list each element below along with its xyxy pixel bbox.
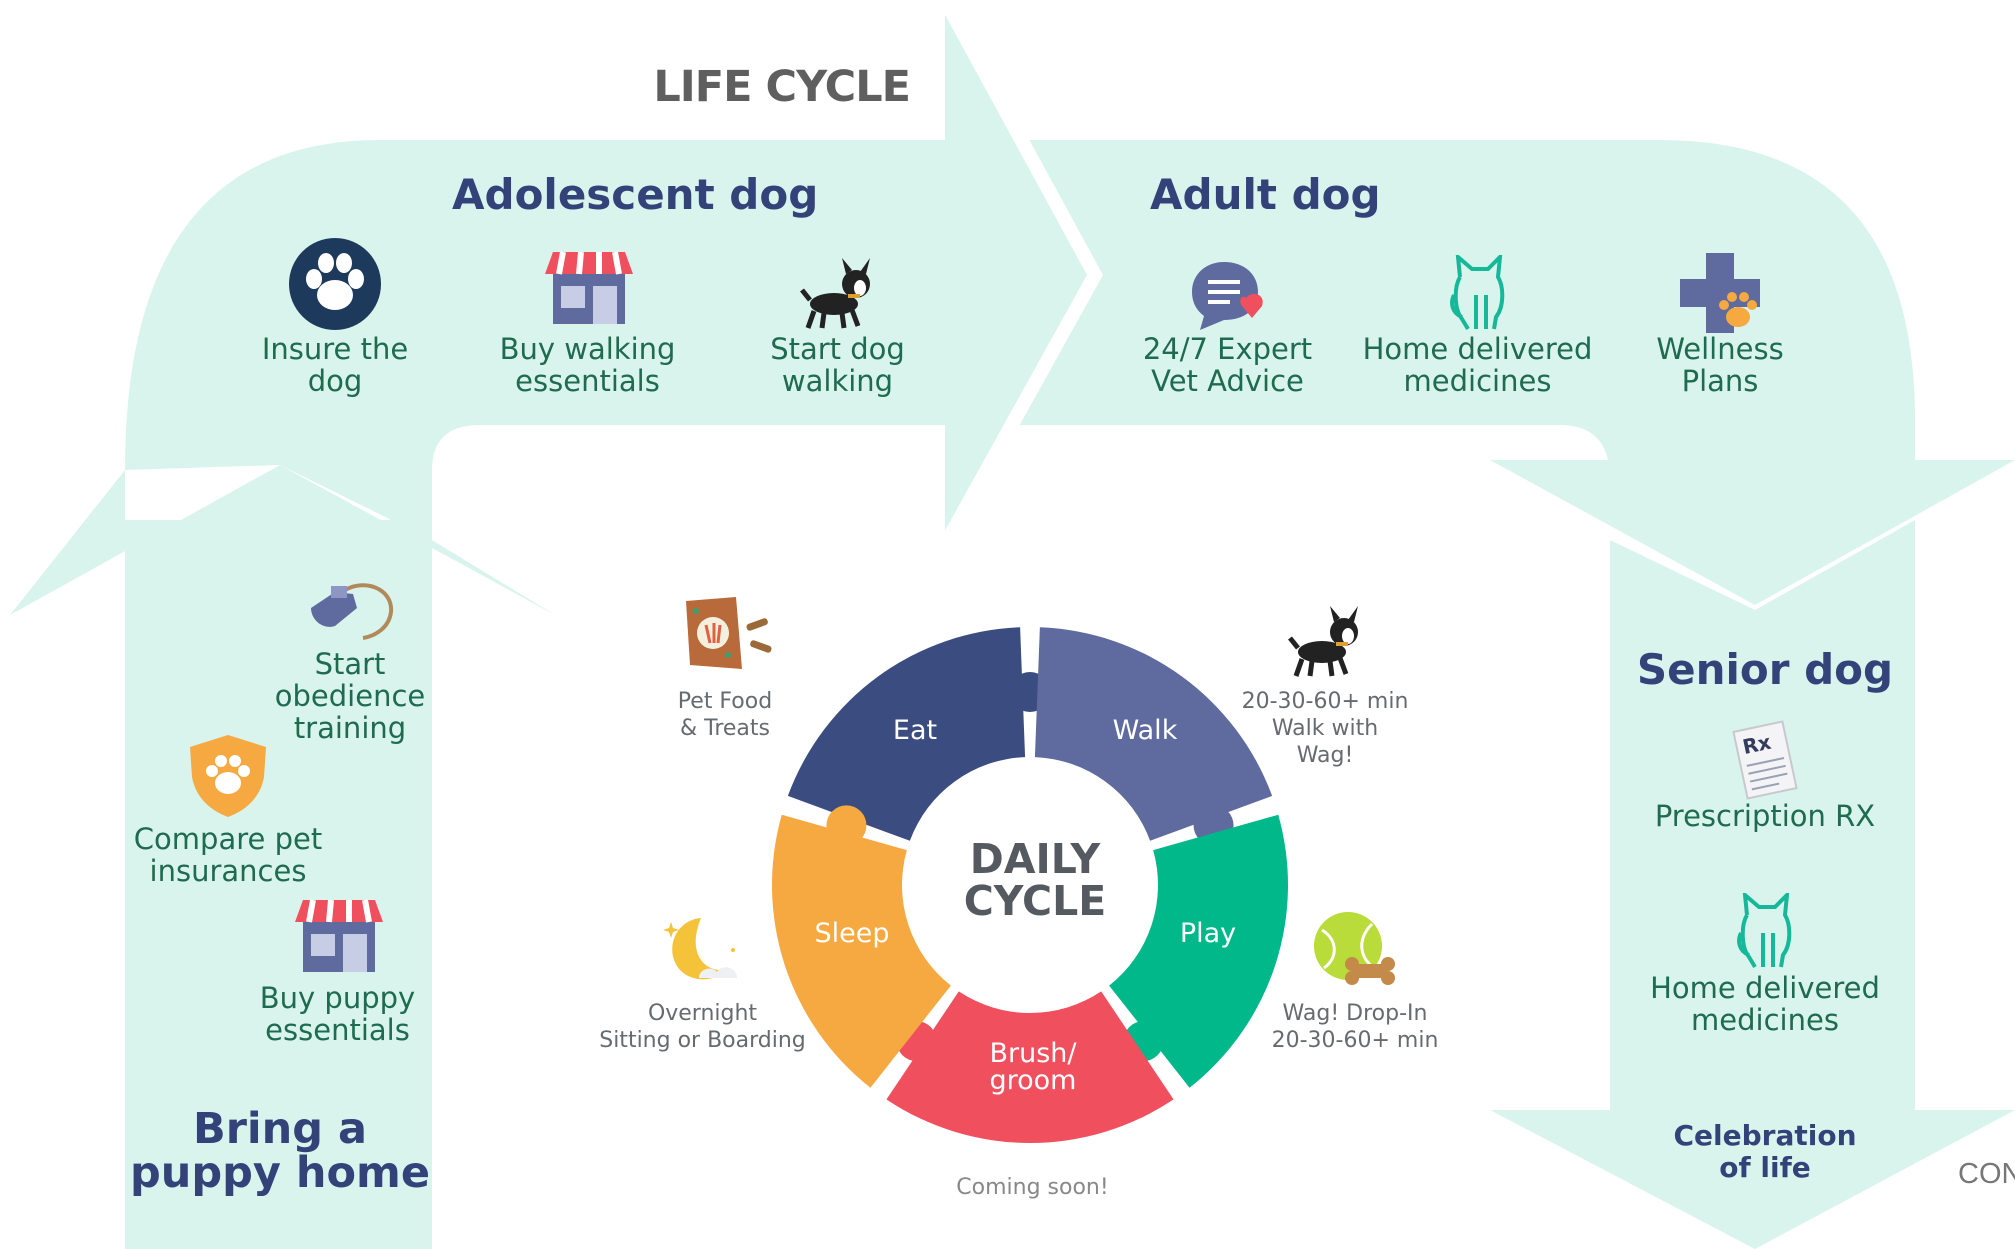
celebration-of-life: Celebration of life	[1673, 1119, 1857, 1184]
adult-item-home-medicines: Home delivered medicines	[1362, 332, 1593, 398]
svg-text:Rx: Rx	[1740, 730, 1773, 759]
segment-label-play: Play	[1179, 918, 1237, 949]
annotation-eat: Pet Food & Treats	[677, 689, 773, 741]
senior-band	[1490, 520, 2015, 1249]
adult-item-vet-advice: 24/7 Expert Vet Advice	[1142, 332, 1313, 398]
paw-icon	[288, 237, 382, 331]
prescription-icon: Rx	[1730, 720, 1800, 800]
annotation-groom: Coming soon!	[956, 1175, 1109, 1200]
daily-cycle-ring	[772, 627, 1288, 1143]
puppy-store-icon	[295, 898, 383, 974]
adult-item-wellness: Wellness Plans	[1656, 332, 1784, 398]
daily-cycle-center: DAILY CYCLE	[963, 835, 1107, 925]
pet-food-icon	[680, 595, 780, 675]
segment-sleep	[772, 814, 951, 1088]
senior-item-prescription: Prescription RX	[1654, 799, 1876, 833]
segment-label-groom: Brush/ groom	[989, 1038, 1077, 1096]
segment-walk	[1034, 627, 1273, 841]
shield-paw-icon	[188, 733, 268, 819]
segment-label-sleep: Sleep	[814, 918, 890, 949]
cat-outline-icon	[1448, 255, 1508, 333]
puppy-item-buy-essentials: Buy puppy essentials	[259, 981, 416, 1047]
segment-eat	[787, 627, 1026, 841]
senior-cat-icon	[1735, 893, 1795, 971]
ball-bone-icon	[1312, 910, 1398, 990]
segment-sleep-knob	[826, 805, 867, 846]
annotation-walk: 20-30-60+ min Walk with Wag!	[1241, 689, 1409, 768]
adult-title: Adult dog	[1150, 170, 1381, 219]
adolescent-item-buy-walking: Buy walking essentials	[499, 332, 676, 398]
segment-label-eat: Eat	[892, 715, 938, 746]
adult-band	[1018, 140, 2015, 605]
senior-item-home-medicines: Home delivered medicines	[1650, 971, 1880, 1037]
annotation-sleep: Overnight Sitting or Boarding	[599, 1001, 806, 1053]
puppy-item-compare-insurance: Compare pet insurances	[133, 822, 323, 888]
store-icon	[545, 250, 633, 326]
wellness-plus-icon	[1678, 251, 1764, 337]
senior-title: Senior dog	[1636, 645, 1894, 694]
adolescent-title: Adolescent dog	[452, 170, 819, 219]
segment-play	[1109, 814, 1288, 1088]
vet-chat-icon	[1190, 260, 1270, 332]
segment-groom	[886, 991, 1174, 1143]
puppy-band-body	[125, 520, 432, 1249]
puppy-item-obedience: Start obedience training	[274, 647, 426, 745]
puppy-title: Bring a puppy home	[129, 1104, 431, 1198]
adolescent-item-start-walking: Start dog walking	[770, 332, 905, 398]
adolescent-item-insure: Insure the dog	[261, 332, 409, 398]
walk-dog-icon	[1288, 604, 1364, 680]
life-cycle-title: LIFE CYCLE	[653, 62, 911, 112]
ring-center	[904, 759, 1156, 1011]
moon-icon	[655, 912, 745, 992]
edge-text: CON	[1958, 1158, 2015, 1190]
segment-label-walk: Walk	[1112, 715, 1178, 746]
dog-walking-icon	[800, 256, 876, 332]
annotation-play: Wag! Drop-In 20-30-60+ min	[1271, 1001, 1439, 1053]
whistle-icon	[305, 578, 397, 644]
